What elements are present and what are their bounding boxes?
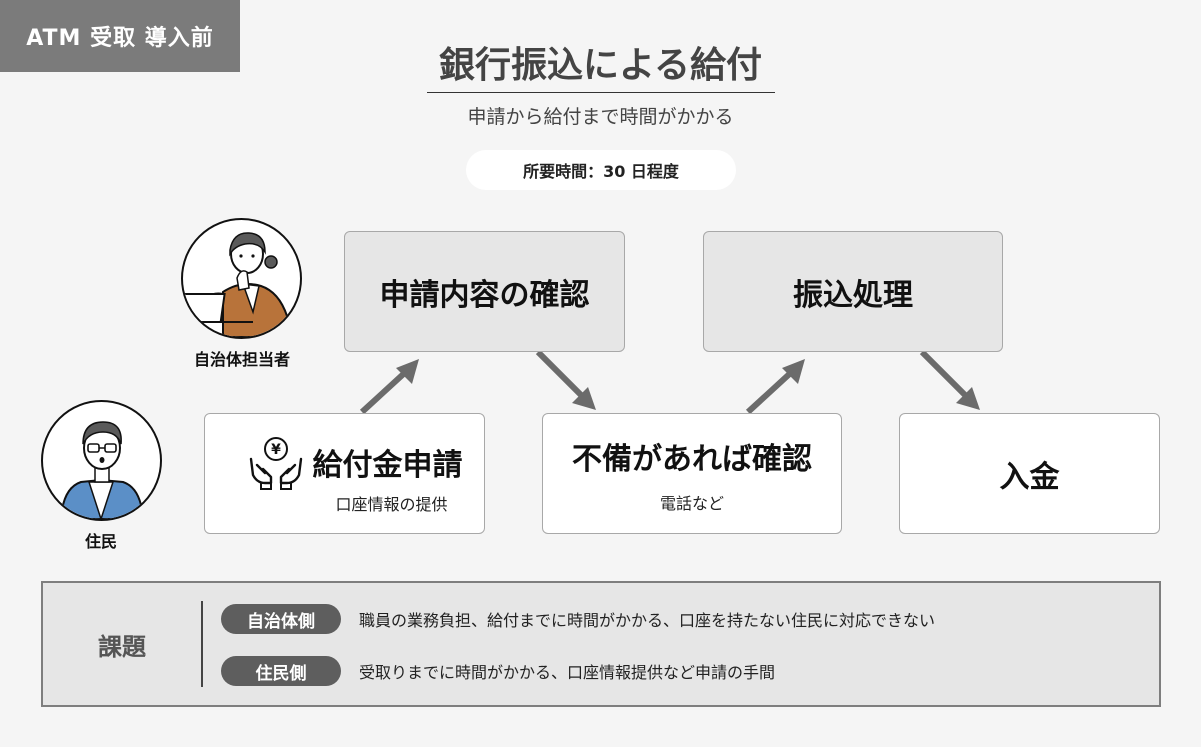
arrow-recheck-to-transfer [745,365,799,415]
arrowhead [572,387,596,410]
issue-row-municipality: 自治体側 職員の業務負担、給付までに時間がかかる、口座を持たない住民に対応できな… [221,603,935,635]
issue-badge-resident: 住民側 [221,656,341,686]
issue-text-resident: 受取りまでに時間がかかる、口座情報提供など申請の手間 [359,663,776,682]
step-recheck-sub: 電話など [659,493,724,513]
issues-panel: 課題 自治体側 職員の業務負担、給付までに時間がかかる、口座を持たない住民に対応… [41,581,1161,707]
step-review: 申請内容の確認 [344,231,625,352]
officer-label: 自治体担当者 [193,350,290,369]
issue-row-resident: 住民側 受取りまでに時間がかかる、口座情報提供など申請の手間 [221,655,775,687]
step-apply-sub: 口座情報の提供 [335,494,448,514]
page-subtitle: 申請から給付まで時間がかかる [467,106,734,128]
arrow-transfer-to-deposit [919,349,973,403]
arrowhead [396,359,419,384]
yen-symbol: ¥ [271,442,281,458]
step-apply: ¥ 給付金申請 口座情報の提供 [204,413,485,534]
title-underline [427,92,775,93]
page-title: 銀行振込による給付 [439,45,762,86]
step-apply-title: 給付金申請 [312,447,463,483]
resident-label: 住民 [84,532,117,551]
issues-heading: 課題 [98,633,146,661]
resident-avatar-icon [41,400,162,521]
yen-hands-icon: ¥ [247,433,305,491]
step-recheck-title: 不備があれば確認 [572,441,812,477]
issue-badge-municipality: 自治体側 [221,604,341,634]
step-deposit: 入金 [899,413,1160,534]
step-transfer-title: 振込処理 [793,277,913,313]
step-transfer: 振込処理 [703,231,1003,352]
arrow-review-to-recheck [535,349,589,403]
step-review-title: 申請内容の確認 [379,277,590,313]
page-tag: ATM 受取 導入前 [0,0,240,72]
step-deposit-title: 入金 [999,459,1060,495]
arrowhead [782,359,805,384]
issue-text-municipality: 職員の業務負担、給付までに時間がかかる、口座を持たない住民に対応できない [359,611,936,630]
duration-badge: 所要時間：30 日程度 [466,150,736,190]
step-recheck: 不備があれば確認 電話など [542,413,842,534]
arrowhead [956,387,980,410]
officer-avatar-icon [181,218,302,339]
issues-divider [201,601,203,687]
arrow-apply-to-review [359,365,413,415]
